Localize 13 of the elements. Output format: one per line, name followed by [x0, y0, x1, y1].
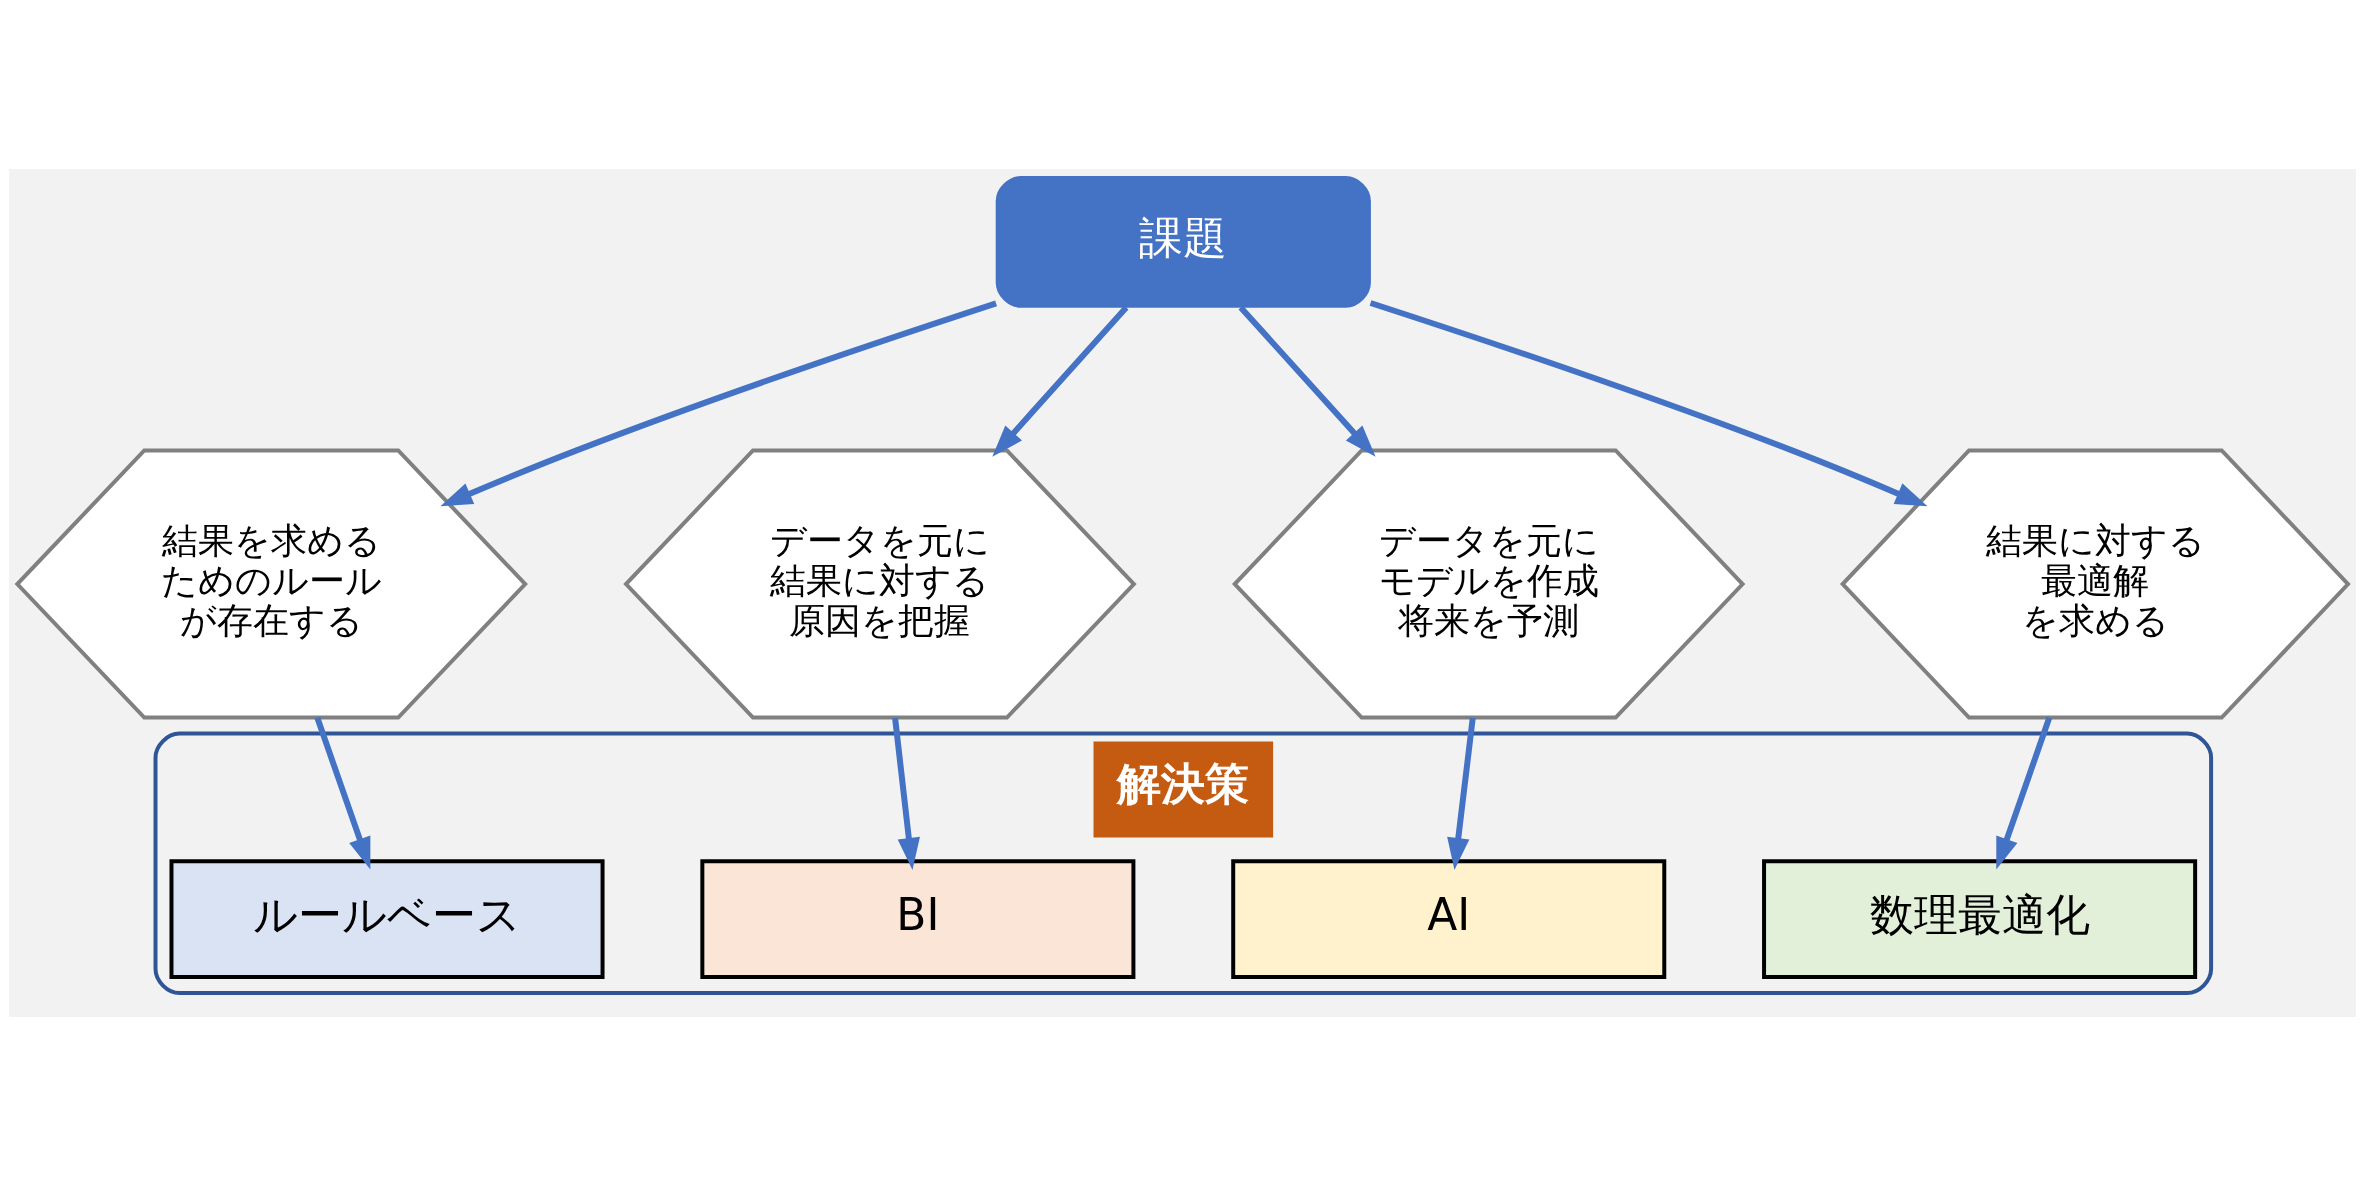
- node-box: 課題: [995, 175, 1371, 308]
- node-box: BI: [700, 858, 1136, 979]
- arrow: [1447, 717, 1476, 870]
- arrow: [1369, 299, 1928, 506]
- arrow: [992, 304, 1129, 457]
- arrow: [892, 717, 920, 870]
- node-box: ルールベース: [169, 858, 605, 979]
- arrow: [440, 300, 997, 506]
- node-box: AI: [1231, 858, 1667, 979]
- arrow: [1996, 716, 2053, 869]
- arrow: [1238, 304, 1376, 457]
- node-box: 数理最適化: [1762, 858, 2198, 979]
- arrow: [314, 716, 371, 869]
